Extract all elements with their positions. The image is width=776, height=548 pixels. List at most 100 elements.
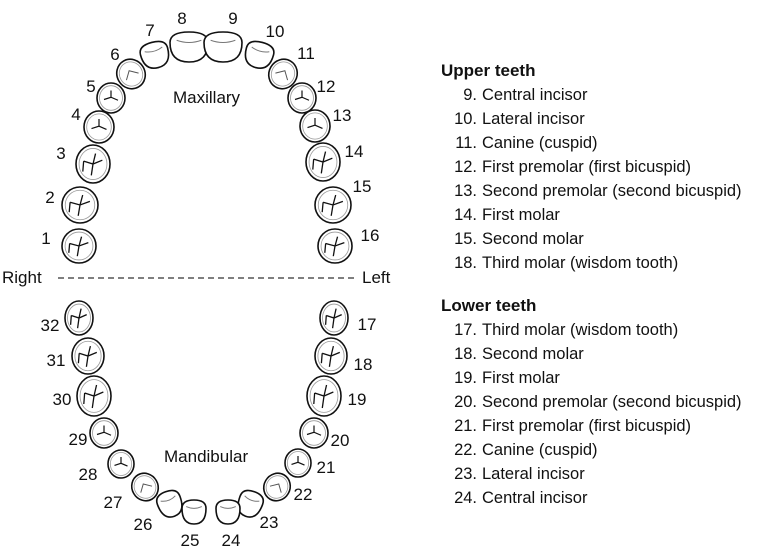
tooth-10 [244,40,275,69]
tooth-20 [299,417,329,449]
tooth-24 [215,499,241,525]
legend-item-number: 22. [454,441,477,459]
tooth-15 [314,186,352,224]
tooth-5 [96,82,126,114]
legend-item: 11. Canine (cuspid) [441,131,742,155]
tooth-number: 13 [333,106,352,125]
legend-item: 23.Lateral incisor [441,462,742,486]
tooth-number: 17 [358,315,377,334]
tooth-11 [267,58,299,90]
legend-item-number: 9. [463,86,477,104]
legend-item-text: First premolar (first bicuspid) [482,417,692,435]
legend-item-number: 19. [454,369,477,387]
tooth-number: 32 [41,316,60,335]
legend-item: 15.Second molar [441,227,742,251]
tooth-number: 14 [345,142,364,161]
tooth-32 [64,300,94,336]
legend-item-number: 11. [455,134,477,152]
tooth-number: 11 [297,44,315,63]
tooth-number: 23 [260,513,279,532]
legend-item-number: 17. [454,321,477,339]
tooth-25 [181,499,207,525]
tooth-number: 3 [56,144,65,163]
tooth-21 [284,448,312,478]
tooth-number: 19 [348,390,367,409]
tooth-26 [155,489,183,518]
tooth-number: 30 [53,390,72,409]
tooth-number: 6 [110,45,119,64]
lower-teeth-legend: Lower teeth 17.Third molar (wisdom tooth… [441,294,742,510]
legend-item-text: Canine (cuspid) [482,134,598,152]
legend-item-number: 18. [454,345,477,363]
tooth-29 [89,417,119,449]
legend-item-text: First molar [482,369,560,387]
tooth-9 [203,31,243,63]
legend-item-text: Central incisor [482,86,588,104]
tooth-number: 20 [331,431,350,450]
legend-item: 10.Lateral incisor [441,107,742,131]
tooth-14 [305,142,341,182]
legend-item: 22. Canine (cuspid) [441,438,742,462]
legend-item-number: 20. [454,393,477,411]
tooth-27 [130,472,160,502]
upper-teeth-title: Upper teeth [441,61,536,80]
legend-item: 24.Central incisor [441,486,742,510]
tooth-3 [75,144,111,184]
legend-item-text: Third molar (wisdom tooth) [482,321,679,339]
upper-teeth-list: 9. Central incisor 10.Lateral incisor 11. Ca… [441,83,742,275]
tooth-number: 15 [353,177,372,196]
tooth-number: 8 [177,9,186,28]
tooth-number: 2 [45,188,54,207]
legend-item-text: Third molar (wisdom tooth) [482,254,679,272]
tooth-number: 16 [361,226,380,245]
tooth-number: 7 [145,21,154,40]
left-label: Left [362,268,391,287]
legend-item-text: Canine (cuspid) [482,441,598,459]
tooth-number: 27 [104,493,123,512]
legend-item-text: First premolar (first bicuspid) [482,158,692,176]
legend-item-text: Lateral incisor [482,465,585,483]
tooth-number: 28 [79,465,98,484]
tooth-31 [71,337,105,375]
tooth-number: 26 [134,515,153,534]
maxillary-label: Maxillary [173,88,241,107]
tooth-18 [314,337,348,375]
legend-item-number: 14. [454,206,477,224]
tooth-number: 18 [354,355,373,374]
tooth-17 [319,300,349,336]
legend-item: 19. First molar [441,366,742,390]
legend-item: 21. First premolar (first bicuspid) [441,414,742,438]
tooth-12 [287,82,317,114]
legend-item: 13. Second premolar (second bicuspid) [441,179,742,203]
tooth-number: 9 [228,9,237,28]
tooth-6 [115,58,147,90]
tooth-23 [237,489,265,518]
legend-item-number: 12. [454,158,477,176]
tooth-16 [317,228,353,264]
legend-item-text: Second molar [482,345,584,363]
tooth-number: 10 [266,22,285,41]
legend-item-number: 21. [454,417,477,435]
legend-item-number: 13. [454,182,477,200]
tooth-number: 29 [69,430,88,449]
legend-item-text: First molar [482,206,560,224]
legend-item-number: 24. [454,489,477,507]
upper-teeth-legend: Upper teeth 9. Central incisor 10.Lateral … [441,59,742,275]
legend-item: 9. Central incisor [441,83,742,107]
legend-item-text: Second premolar (second bicuspid) [482,182,742,200]
legend-item-text: Second premolar (second bicuspid) [482,393,742,411]
tooth-number: 24 [222,531,241,548]
legend-item: 17. Third molar (wisdom tooth) [441,318,742,342]
legend-item: 18.Third molar (wisdom tooth) [441,251,742,275]
tooth-number: 1 [41,229,50,248]
tooth-13 [299,109,331,143]
legend-item-number: 10. [454,110,477,128]
mandibular-label: Mandibular [164,447,248,466]
tooth-4 [83,110,115,144]
tooth-28 [107,449,135,479]
tooth-8 [169,31,209,63]
legend-item: 20. Second premolar (second bicuspid) [441,390,742,414]
tooth-number: 12 [317,77,336,96]
